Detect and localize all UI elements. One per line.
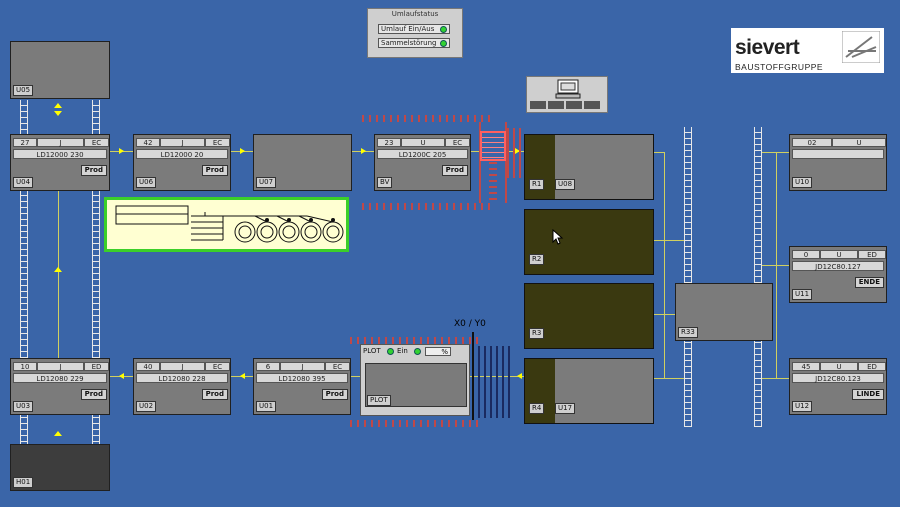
connector-line — [653, 378, 684, 379]
station-r2[interactable]: R2 — [524, 209, 654, 275]
arrow-right-icon — [361, 148, 366, 154]
station-u06[interactable]: 42 J EC LD12000 20 Prod U06 — [133, 134, 231, 191]
station-r1[interactable]: R1 U08 — [524, 134, 654, 200]
arrow-left-icon — [517, 373, 522, 379]
connector-line — [653, 314, 684, 315]
sievert-logo: sievert BAUSTOFFGRUPPE — [731, 28, 884, 73]
station-u01[interactable]: 6 J EC LD12080 395 Prod U01 — [253, 358, 351, 415]
station-u03[interactable]: 10 J ED LD12080 229 Prod U03 — [10, 358, 110, 415]
connector-line — [58, 190, 59, 360]
status-badge: Prod — [201, 389, 228, 400]
plot-axis — [472, 332, 474, 420]
station-u04[interactable]: 27 J EC LD12000 230 Prod U04 — [10, 134, 110, 191]
legend-row-umlauf[interactable]: Umlauf Ein/Aus — [378, 24, 450, 34]
machine-schematic[interactable] — [104, 197, 349, 252]
arrow-left-icon — [119, 373, 124, 379]
station-r3[interactable]: R3 — [524, 283, 654, 349]
logo-mark-icon — [842, 31, 880, 63]
kiln-schematic-icon — [115, 205, 344, 243]
left-rail-1 — [20, 100, 28, 445]
computer-status-bar — [530, 101, 602, 109]
left-rail-2 — [92, 100, 100, 445]
connector-line — [762, 378, 790, 379]
status-badge: Prod — [441, 165, 468, 176]
status-led-icon — [440, 40, 447, 47]
conveyor-frame — [479, 122, 507, 203]
arrow-left-icon — [240, 373, 245, 379]
conveyor-grid — [350, 420, 478, 427]
station-u07[interactable]: U07 — [253, 134, 352, 191]
arrow-up-icon — [54, 267, 62, 272]
status-badge: Prod — [201, 165, 228, 176]
computer-icon — [555, 79, 581, 99]
right-rail-1 — [684, 127, 692, 427]
connector-line — [653, 240, 684, 241]
station-h01[interactable]: H01 — [10, 444, 110, 491]
transfer-carriage[interactable] — [480, 131, 506, 161]
mouse-cursor-icon — [552, 229, 564, 245]
station-u10[interactable]: 02 U U10 — [789, 134, 887, 191]
status-badge: Prod — [321, 389, 348, 400]
umlauf-status-legend: Umlaufstatus Umlauf Ein/Aus Sammelstörun… — [367, 8, 463, 58]
legend-title: Umlaufstatus — [391, 10, 439, 18]
connector-line — [776, 152, 777, 378]
connector-line — [351, 376, 361, 377]
connector-line — [664, 152, 665, 378]
arrow-right-icon — [240, 148, 245, 154]
status-led-icon — [387, 348, 394, 355]
station-u02[interactable]: 40 J EC LD12080 228 Prod U02 — [133, 358, 231, 415]
connector-line — [653, 152, 665, 153]
conveyor-grid — [362, 203, 490, 210]
conveyor-ladder — [507, 128, 525, 178]
plot-coordinates: X0 / Y0 — [454, 319, 486, 329]
station-u11[interactable]: 0 U ED JD12C80.127 ENDE U11 — [789, 246, 887, 303]
conveyor-grid — [362, 115, 490, 122]
status-badge: Prod — [80, 389, 107, 400]
conveyor-ladder — [489, 162, 497, 203]
computer-panel[interactable] — [526, 76, 608, 113]
status-badge: ENDE — [854, 277, 884, 288]
legend-row-sammelstoerung[interactable]: Sammelstörung — [378, 38, 450, 48]
arrow-up-icon — [54, 103, 62, 108]
station-u12[interactable]: 45 U ED JD12C80.123 LINDE U12 — [789, 358, 887, 415]
station-r33[interactable]: R33 — [675, 283, 773, 341]
status-badge: Prod — [80, 165, 107, 176]
arrow-down-icon — [54, 111, 62, 116]
station-u05[interactable]: U05 — [10, 41, 110, 99]
status-led-icon — [414, 348, 421, 355]
station-bv[interactable]: 23 U EC LD1200C 205 Prod BV — [374, 134, 471, 191]
status-led-icon — [440, 26, 447, 33]
plot-bars — [478, 346, 512, 418]
arrow-right-icon — [119, 148, 124, 154]
plot-station[interactable]: PLOT Ein % PLOT — [360, 344, 470, 416]
conveyor-grid — [350, 337, 478, 344]
status-badge: LINDE — [852, 389, 884, 400]
station-r4[interactable]: R4 U17 — [524, 358, 654, 424]
arrow-up-icon — [54, 431, 62, 436]
right-rail-2 — [754, 127, 762, 427]
